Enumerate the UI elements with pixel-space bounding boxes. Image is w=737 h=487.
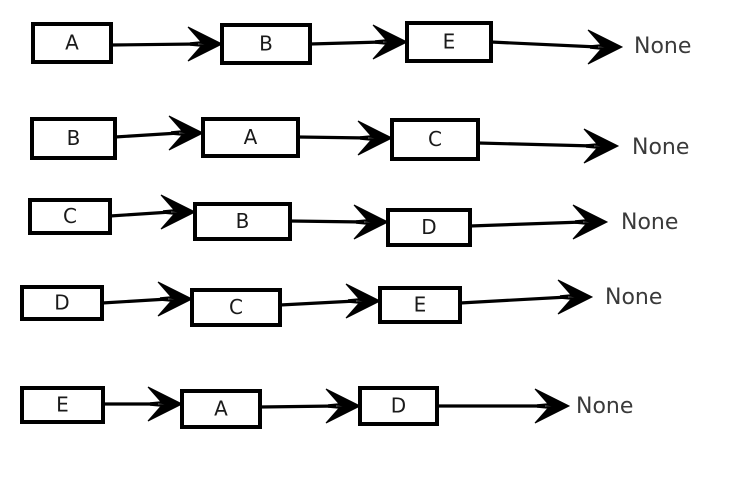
node-a[interactable]: A <box>201 117 300 158</box>
node-b[interactable]: B <box>220 23 312 65</box>
terminator-label: None <box>632 135 689 160</box>
edge-line <box>114 131 180 139</box>
arrow-head-icon <box>325 388 362 424</box>
node-e[interactable]: E <box>405 21 493 63</box>
edge-line <box>490 40 599 49</box>
arrow-head-icon <box>147 386 184 422</box>
node-label: E <box>56 393 69 417</box>
edge-line <box>289 219 365 224</box>
node-label: E <box>414 293 427 317</box>
node-e[interactable]: E <box>20 386 105 424</box>
node-c[interactable]: C <box>390 118 480 161</box>
node-box[interactable] <box>31 22 113 64</box>
edge-line <box>297 135 369 140</box>
node-b[interactable]: B <box>30 117 117 160</box>
node-label: E <box>443 30 456 54</box>
arrow-head-icon <box>572 204 609 240</box>
arrow-head-icon <box>345 283 382 319</box>
node-d[interactable]: D <box>20 285 104 321</box>
edge-line <box>110 42 199 47</box>
arrow-head-icon <box>187 26 224 62</box>
arrow-head-icon <box>583 128 620 164</box>
node-box[interactable] <box>358 386 439 426</box>
edge-line <box>101 297 169 305</box>
arrow-head-icon <box>357 120 394 156</box>
terminator-label: None <box>634 34 691 59</box>
node-c[interactable]: C <box>28 198 112 235</box>
edge-line <box>477 141 595 148</box>
node-box[interactable] <box>193 202 292 241</box>
node-box[interactable] <box>386 208 472 247</box>
node-box[interactable] <box>28 198 112 235</box>
chain-row: A B E None <box>31 21 691 65</box>
node-c[interactable]: C <box>190 288 282 327</box>
node-box[interactable] <box>405 21 493 63</box>
node-a[interactable]: A <box>31 22 113 64</box>
arrow-head-icon <box>168 115 205 151</box>
node-box[interactable] <box>20 386 105 424</box>
node-box[interactable] <box>201 117 300 158</box>
node-box[interactable] <box>20 285 104 321</box>
edge-line <box>259 404 337 409</box>
node-box[interactable] <box>190 288 282 327</box>
terminator-label: None <box>621 210 678 235</box>
edge-line <box>309 40 384 46</box>
node-label: B <box>236 209 250 233</box>
edge-line <box>279 299 357 307</box>
node-label: A <box>214 397 228 421</box>
node-label: D <box>54 291 69 315</box>
node-label: C <box>428 127 442 151</box>
arrow-head-icon <box>534 388 571 424</box>
node-label: D <box>421 215 436 239</box>
node-box[interactable] <box>378 286 462 324</box>
node-label: D <box>391 394 406 418</box>
edge-line <box>459 295 569 305</box>
chain-row: C B D None <box>28 194 678 247</box>
edge-line <box>469 220 584 228</box>
node-box[interactable] <box>30 117 117 160</box>
node-e[interactable]: E <box>378 286 462 324</box>
terminator-label: None <box>605 285 662 310</box>
terminator-label: None <box>576 394 633 419</box>
arrow-head-icon <box>587 29 624 65</box>
node-d[interactable]: D <box>386 208 472 247</box>
node-label: C <box>229 295 243 319</box>
node-label: A <box>65 31 79 55</box>
node-box[interactable] <box>220 23 312 65</box>
node-box[interactable] <box>390 118 480 161</box>
arrow-head-icon <box>372 24 409 60</box>
arrow-head-icon <box>157 281 194 317</box>
node-label: B <box>259 32 273 56</box>
node-a[interactable]: A <box>180 389 262 429</box>
node-label: A <box>244 125 258 149</box>
node-box[interactable] <box>180 389 262 429</box>
arrow-head-icon <box>557 279 594 315</box>
chain-row: E A D None <box>20 386 633 429</box>
node-label: B <box>67 126 81 150</box>
node-b[interactable]: B <box>193 202 292 241</box>
node-d[interactable]: D <box>358 386 439 426</box>
arrow-head-icon <box>353 204 390 240</box>
node-label: C <box>63 204 77 228</box>
chain-row: B A C None <box>30 115 689 164</box>
chain-row: D C E None <box>20 279 662 327</box>
arrow-head-icon <box>160 194 197 230</box>
edge-line <box>109 210 172 218</box>
